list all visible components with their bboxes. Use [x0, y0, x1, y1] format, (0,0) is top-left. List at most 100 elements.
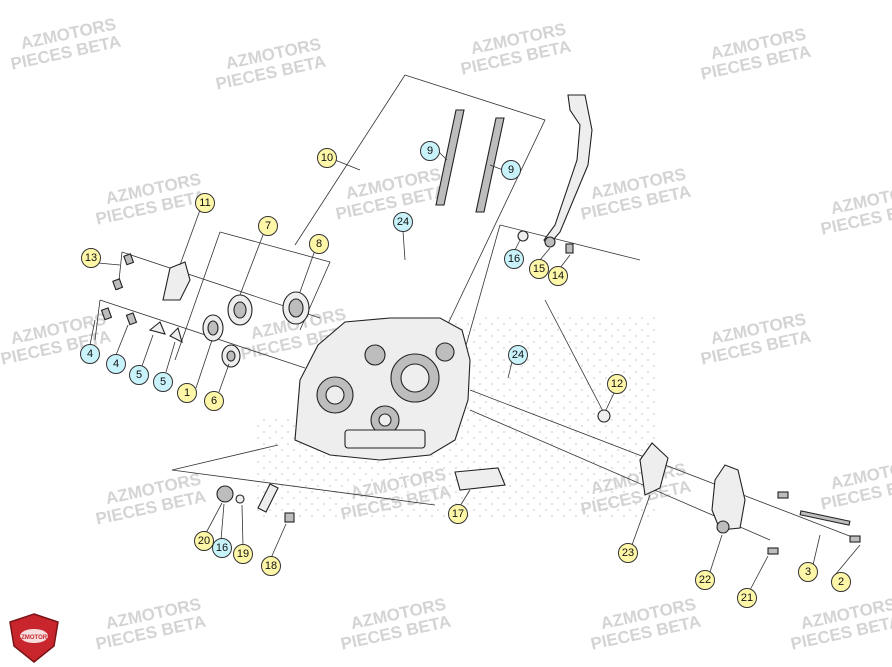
bracket — [162, 261, 191, 301]
callout-number: 7 — [265, 220, 271, 232]
callout-badge — [420, 141, 440, 161]
callout-leader-line — [709, 534, 723, 573]
part-callout: 2 — [831, 572, 851, 592]
callout-badge — [737, 588, 757, 608]
callout-leader-line — [539, 247, 551, 261]
part-callout: 9 — [420, 141, 440, 161]
callout-leader-line — [195, 339, 213, 389]
part-callout: 22 — [695, 570, 715, 590]
part-callout: 4 — [80, 344, 100, 364]
callout-layer: 1234455678991011121314151616171819202122… — [80, 141, 861, 608]
callout-number: 22 — [699, 574, 711, 586]
part-callout: 4 — [106, 354, 126, 374]
callout-number: 20 — [198, 535, 210, 547]
callout-number: 8 — [316, 238, 322, 250]
callout-badge — [501, 160, 521, 180]
crankcase-half — [294, 317, 471, 461]
callout-number: 9 — [508, 164, 514, 176]
callout-leader-line — [514, 239, 521, 251]
callout-badge — [618, 543, 638, 563]
callout-leader-line — [507, 361, 513, 379]
callout-badge — [548, 266, 568, 286]
callout-leader-line — [165, 341, 176, 373]
callout-number: 15 — [533, 263, 545, 275]
callout-leader-line — [220, 503, 225, 541]
callout-number: 4 — [113, 358, 119, 370]
callout-badge — [607, 374, 627, 394]
callout-number: 3 — [805, 566, 811, 578]
callout-leader-line — [605, 392, 615, 411]
callout-badge — [195, 193, 215, 213]
bearing — [282, 291, 310, 325]
callout-leader-line — [270, 523, 287, 559]
callout-leader-line — [141, 334, 154, 367]
callout-badge — [106, 354, 126, 374]
callout-leader-line — [89, 319, 96, 346]
callout-leader-line — [489, 164, 504, 171]
part-callout: 24 — [508, 345, 528, 365]
part-callout: 5 — [129, 365, 149, 385]
callout-number: 2 — [838, 576, 844, 588]
callout-number: 12 — [611, 378, 623, 390]
callout-number: 17 — [452, 508, 464, 520]
part-callout: 11 — [195, 193, 215, 213]
part-callout: 21 — [737, 588, 757, 608]
part-callout: 15 — [529, 259, 549, 279]
part-callout: 18 — [261, 556, 281, 576]
callout-number: 10 — [321, 152, 333, 164]
bearing — [227, 294, 253, 326]
callout-badge — [129, 365, 149, 385]
callout-badge — [317, 148, 337, 168]
callout-number: 5 — [136, 369, 142, 381]
part-callout: 24 — [393, 212, 413, 232]
callout-badge — [81, 248, 101, 268]
callout-number: 5 — [160, 376, 166, 388]
part-callout: 6 — [204, 391, 224, 411]
callout-badge — [529, 259, 549, 279]
part-callout: 16 — [212, 538, 232, 558]
callout-leader-line — [559, 254, 571, 269]
part-callout: 19 — [233, 544, 253, 564]
part-callout: 12 — [607, 374, 627, 394]
callout-number: 14 — [552, 270, 564, 282]
callout-number: 18 — [265, 560, 277, 572]
callout-number: 24 — [512, 349, 524, 361]
callout-badge — [153, 372, 173, 392]
callout-badge — [831, 572, 851, 592]
callout-leader-line — [334, 159, 361, 171]
callout-leader-line — [97, 262, 121, 266]
callout-number: 21 — [741, 592, 753, 604]
callout-number: 13 — [85, 252, 97, 264]
callout-badge — [695, 570, 715, 590]
part-callout: 23 — [618, 543, 638, 563]
bearing — [202, 314, 224, 342]
chain-guide — [543, 94, 593, 248]
callout-badge — [233, 544, 253, 564]
callout-number: 9 — [427, 145, 433, 157]
part-callout: 16 — [504, 249, 524, 269]
callout-leader-line — [812, 534, 821, 566]
callout-leader-line — [205, 502, 223, 534]
callout-badge — [204, 391, 224, 411]
washer — [597, 409, 611, 423]
brand-shield-logo: AZMOTORS — [9, 613, 59, 663]
callout-leader-line — [299, 252, 315, 293]
oil-screen — [454, 467, 506, 491]
cylinder-stud — [435, 109, 465, 206]
callout-badge — [448, 504, 468, 524]
retaining-plate — [148, 321, 166, 335]
callout-number: 6 — [211, 395, 217, 407]
gasket — [639, 442, 669, 496]
oil-seal — [221, 344, 241, 368]
